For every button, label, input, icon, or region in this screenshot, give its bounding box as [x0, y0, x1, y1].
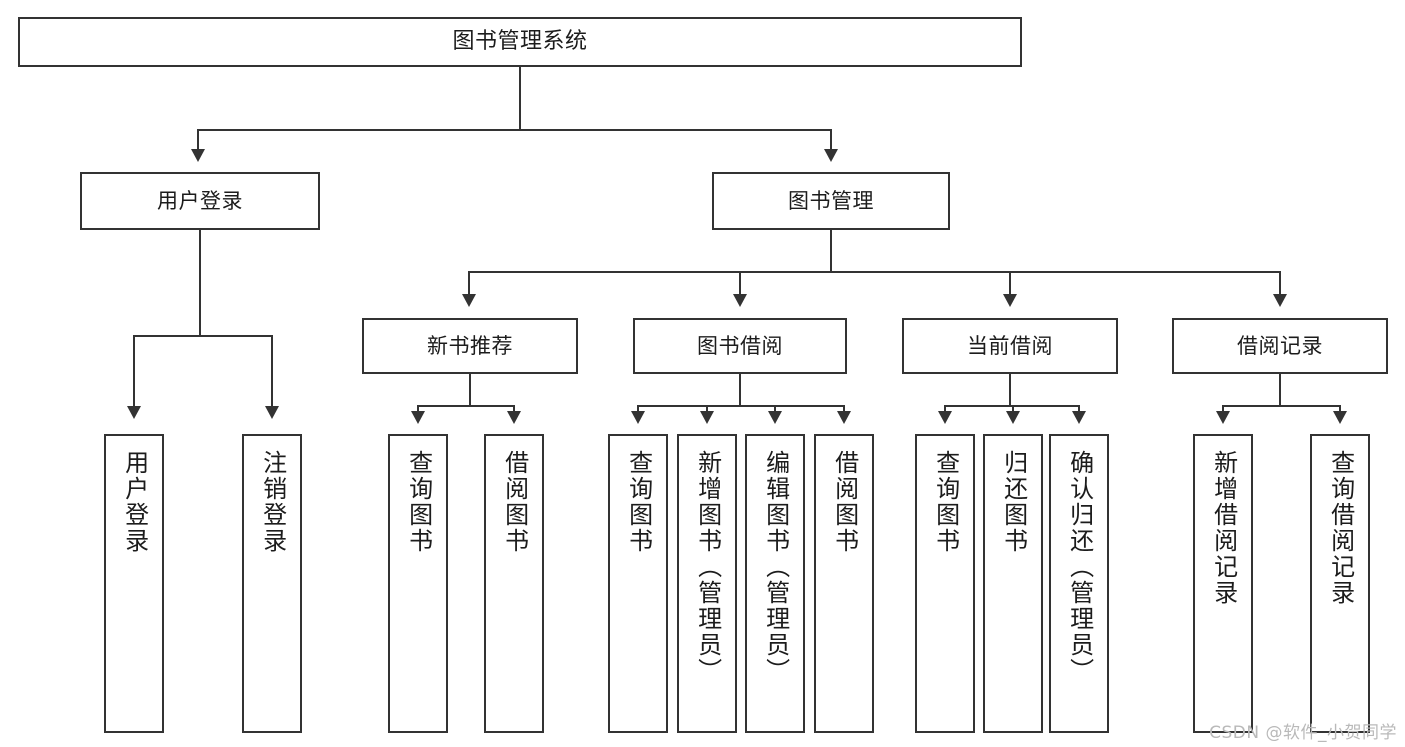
leaf-current-return[interactable]: 归还图书	[983, 434, 1043, 733]
connector-borrow-bus	[637, 405, 844, 407]
leaf-borrow-borrow-book[interactable]: 借阅图书	[814, 434, 874, 733]
connector-root-bus	[197, 129, 831, 131]
arrow-current-leaf-2	[1006, 411, 1020, 424]
connector-current-drop-1	[944, 405, 946, 413]
connector-current-bus	[944, 405, 1079, 407]
node-borrow-record[interactable]: 借阅记录	[1172, 318, 1388, 374]
node-label: 用户登录	[157, 188, 243, 213]
arrow-current-leaf-3	[1072, 411, 1086, 424]
connector-current-stem	[1009, 374, 1011, 405]
connector-current-drop-2	[1012, 405, 1014, 413]
connector-borrow-stem	[739, 374, 741, 405]
arrow-record-leaf-1	[1216, 411, 1230, 424]
leaf-borrow-query[interactable]: 查询图书	[608, 434, 668, 733]
leaf-newbook-borrow[interactable]: 借阅图书	[484, 434, 544, 733]
node-label: 借阅记录	[1237, 333, 1323, 358]
node-label: 新增借阅记录	[1209, 450, 1238, 606]
node-book-borrow[interactable]: 图书借阅	[633, 318, 847, 374]
connector-root-stem	[519, 67, 521, 129]
connector-record-bus	[1222, 405, 1340, 407]
connector-root-to-userlogin	[197, 129, 199, 151]
connector-borrow-drop-2	[706, 405, 708, 413]
connector-bookmgmt-drop-4	[1279, 271, 1281, 296]
arrow-borrow-leaf-1	[631, 411, 645, 424]
connector-userlogin-stem	[199, 230, 201, 335]
node-book-management[interactable]: 图书管理	[712, 172, 950, 230]
connector-bookmgmt-drop-1	[468, 271, 470, 296]
arrow-bookmgmt-to-record	[1273, 294, 1287, 307]
arrow-bookmgmt-to-newbook	[462, 294, 476, 307]
leaf-current-query[interactable]: 查询图书	[915, 434, 975, 733]
node-label: 新增图书（管理员）	[693, 450, 722, 684]
connector-userlogin-drop-1	[133, 335, 135, 408]
arrow-userlogin-leaf-1	[127, 406, 141, 419]
arrow-bookmgmt-to-borrow	[733, 294, 747, 307]
node-label: 借阅图书	[500, 450, 529, 554]
node-label: 当前借阅	[967, 333, 1053, 358]
connector-newbook-stem	[469, 374, 471, 405]
node-label: 借阅图书	[830, 450, 859, 554]
leaf-borrow-edit-book[interactable]: 编辑图书（管理员）	[745, 434, 805, 733]
node-label: 图书管理系统	[452, 29, 588, 55]
connector-root-to-bookmgmt	[830, 129, 832, 151]
node-label: 注销登录	[258, 450, 287, 554]
connector-userlogin-drop-2	[271, 335, 273, 408]
node-label: 图书管理	[788, 188, 874, 213]
node-root-system[interactable]: 图书管理系统	[18, 17, 1022, 67]
arrow-newbook-leaf-1	[411, 411, 425, 424]
node-label: 编辑图书（管理员）	[761, 450, 790, 684]
connector-bookmgmt-bus	[468, 271, 1280, 273]
connector-record-drop-1	[1222, 405, 1224, 413]
node-label: 用户登录	[120, 450, 149, 554]
leaf-user-login-signin[interactable]: 用户登录	[104, 434, 164, 733]
arrow-root-to-userlogin	[191, 149, 205, 162]
connector-borrow-drop-4	[843, 405, 845, 413]
arrow-borrow-leaf-4	[837, 411, 851, 424]
arrow-bookmgmt-to-current	[1003, 294, 1017, 307]
node-label: 确认归还（管理员）	[1065, 450, 1094, 684]
node-label: 查询图书	[624, 450, 653, 554]
node-label: 图书借阅	[697, 333, 783, 358]
arrow-record-leaf-2	[1333, 411, 1347, 424]
connector-borrow-drop-3	[774, 405, 776, 413]
arrow-current-leaf-1	[938, 411, 952, 424]
arrow-borrow-leaf-3	[768, 411, 782, 424]
node-current-borrow[interactable]: 当前借阅	[902, 318, 1118, 374]
leaf-current-confirm-return[interactable]: 确认归还（管理员）	[1049, 434, 1109, 733]
connector-record-drop-2	[1339, 405, 1341, 413]
leaf-borrow-add-book[interactable]: 新增图书（管理员）	[677, 434, 737, 733]
arrow-borrow-leaf-2	[700, 411, 714, 424]
leaf-record-add[interactable]: 新增借阅记录	[1193, 434, 1253, 733]
connector-userlogin-bus	[133, 335, 271, 337]
arrow-userlogin-leaf-2	[265, 406, 279, 419]
node-label: 查询图书	[404, 450, 433, 554]
connector-newbook-drop-2	[513, 405, 515, 413]
connector-bookmgmt-drop-3	[1009, 271, 1011, 296]
leaf-user-login-signout[interactable]: 注销登录	[242, 434, 302, 733]
node-label: 查询借阅记录	[1326, 450, 1355, 606]
leaf-newbook-query[interactable]: 查询图书	[388, 434, 448, 733]
connector-record-stem	[1279, 374, 1281, 405]
leaf-record-query[interactable]: 查询借阅记录	[1310, 434, 1370, 733]
connector-bookmgmt-drop-2	[739, 271, 741, 296]
arrow-root-to-bookmgmt	[824, 149, 838, 162]
node-label: 查询图书	[931, 450, 960, 554]
node-user-login[interactable]: 用户登录	[80, 172, 320, 230]
node-label: 新书推荐	[427, 333, 513, 358]
connector-newbook-bus	[417, 405, 514, 407]
node-new-book-recommend[interactable]: 新书推荐	[362, 318, 578, 374]
connector-borrow-drop-1	[637, 405, 639, 413]
connector-bookmgmt-stem	[830, 230, 832, 271]
arrow-newbook-leaf-2	[507, 411, 521, 424]
connector-current-drop-3	[1078, 405, 1080, 413]
connector-newbook-drop-1	[417, 405, 419, 413]
node-label: 归还图书	[999, 450, 1028, 554]
